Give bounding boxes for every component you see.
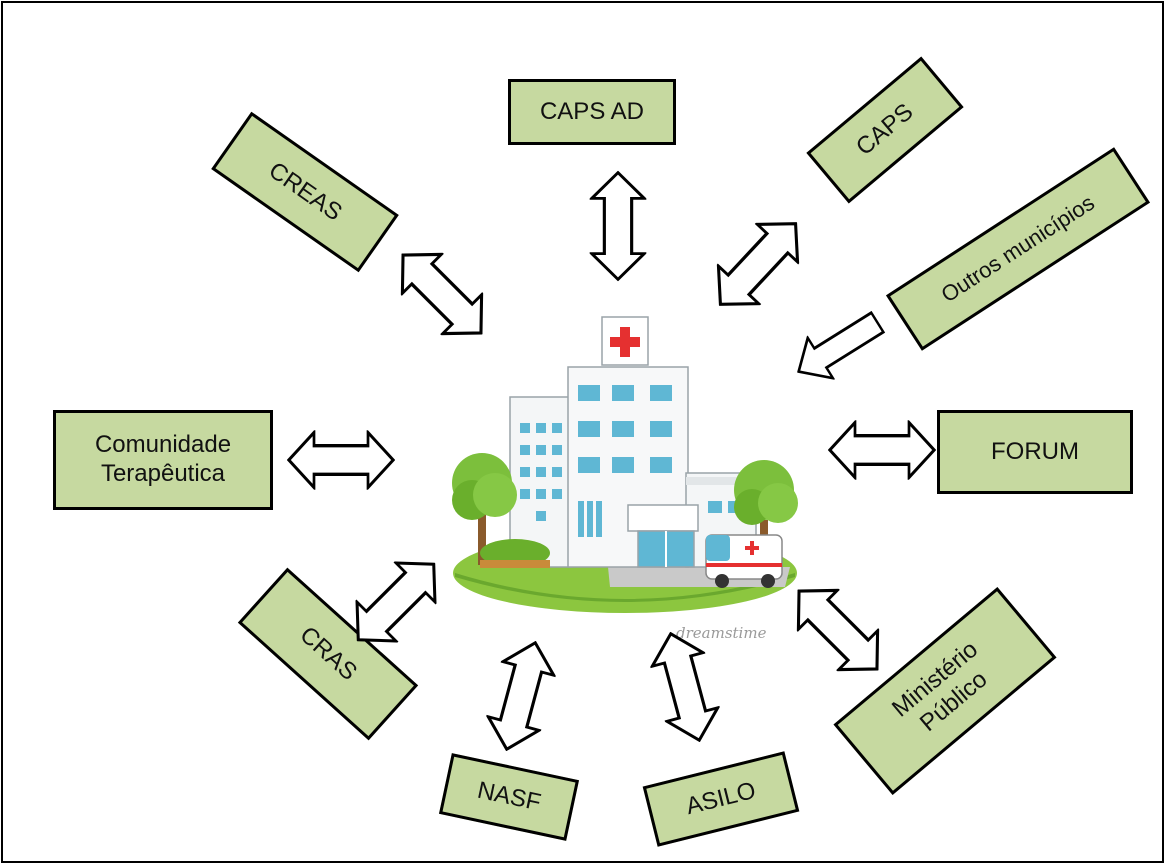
node-comunidade-terapeutica: Comunidade Terapêutica [53,410,273,510]
node-nasf-label: NASF [475,776,544,816]
arrow-comunidade-terapeutica [287,430,395,489]
node-caps-ad-label: CAPS AD [539,97,645,125]
node-caps-ad: CAPS AD [508,79,676,145]
ambulance-icon [705,534,783,588]
node-caps-label: CAPS [850,97,919,161]
node-forum-label: FORUM [991,437,1079,465]
node-forum: FORUM [937,410,1133,494]
arrow-forum [828,420,936,479]
watermark-text: dreamstime [676,624,767,642]
hospital-icon [452,316,798,613]
arrow-caps-ad [590,171,647,281]
node-asilo-label: ASILO [683,776,759,820]
node-comunidade-terapeutica-label: Comunidade Terapêutica [94,431,232,487]
